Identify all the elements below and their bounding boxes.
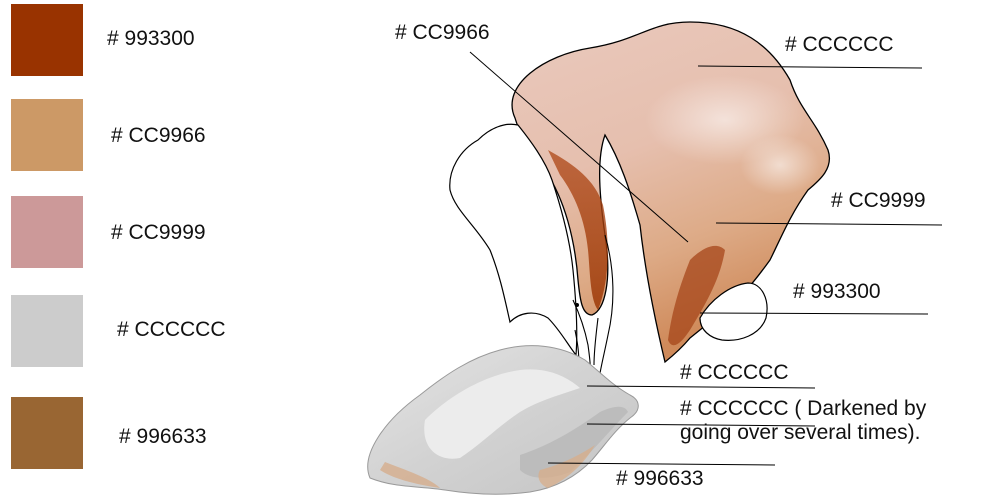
callout-cccccc-top: # CCCCCC bbox=[785, 34, 894, 55]
callout-996633-bottom: # 996633 bbox=[616, 468, 704, 489]
callout-993300-right: # 993300 bbox=[793, 281, 881, 302]
callout-darkened-line1: # CCCCCC ( Darkened by bbox=[680, 397, 926, 421]
petal-highlight-right bbox=[740, 135, 820, 195]
callout-cc9966-top: # CC9966 bbox=[395, 22, 490, 43]
callout-cc9999-right: # CC9999 bbox=[831, 190, 926, 211]
callout-cccccc-mid: # CCCCCC bbox=[680, 362, 789, 383]
stem-dot bbox=[575, 303, 579, 307]
callout-darkened-line2: going over several times). bbox=[680, 421, 926, 445]
leader-cccccc-mid bbox=[587, 386, 815, 388]
callout-cccccc-darkened: # CCCCCC ( Darkened by going over severa… bbox=[680, 397, 926, 445]
